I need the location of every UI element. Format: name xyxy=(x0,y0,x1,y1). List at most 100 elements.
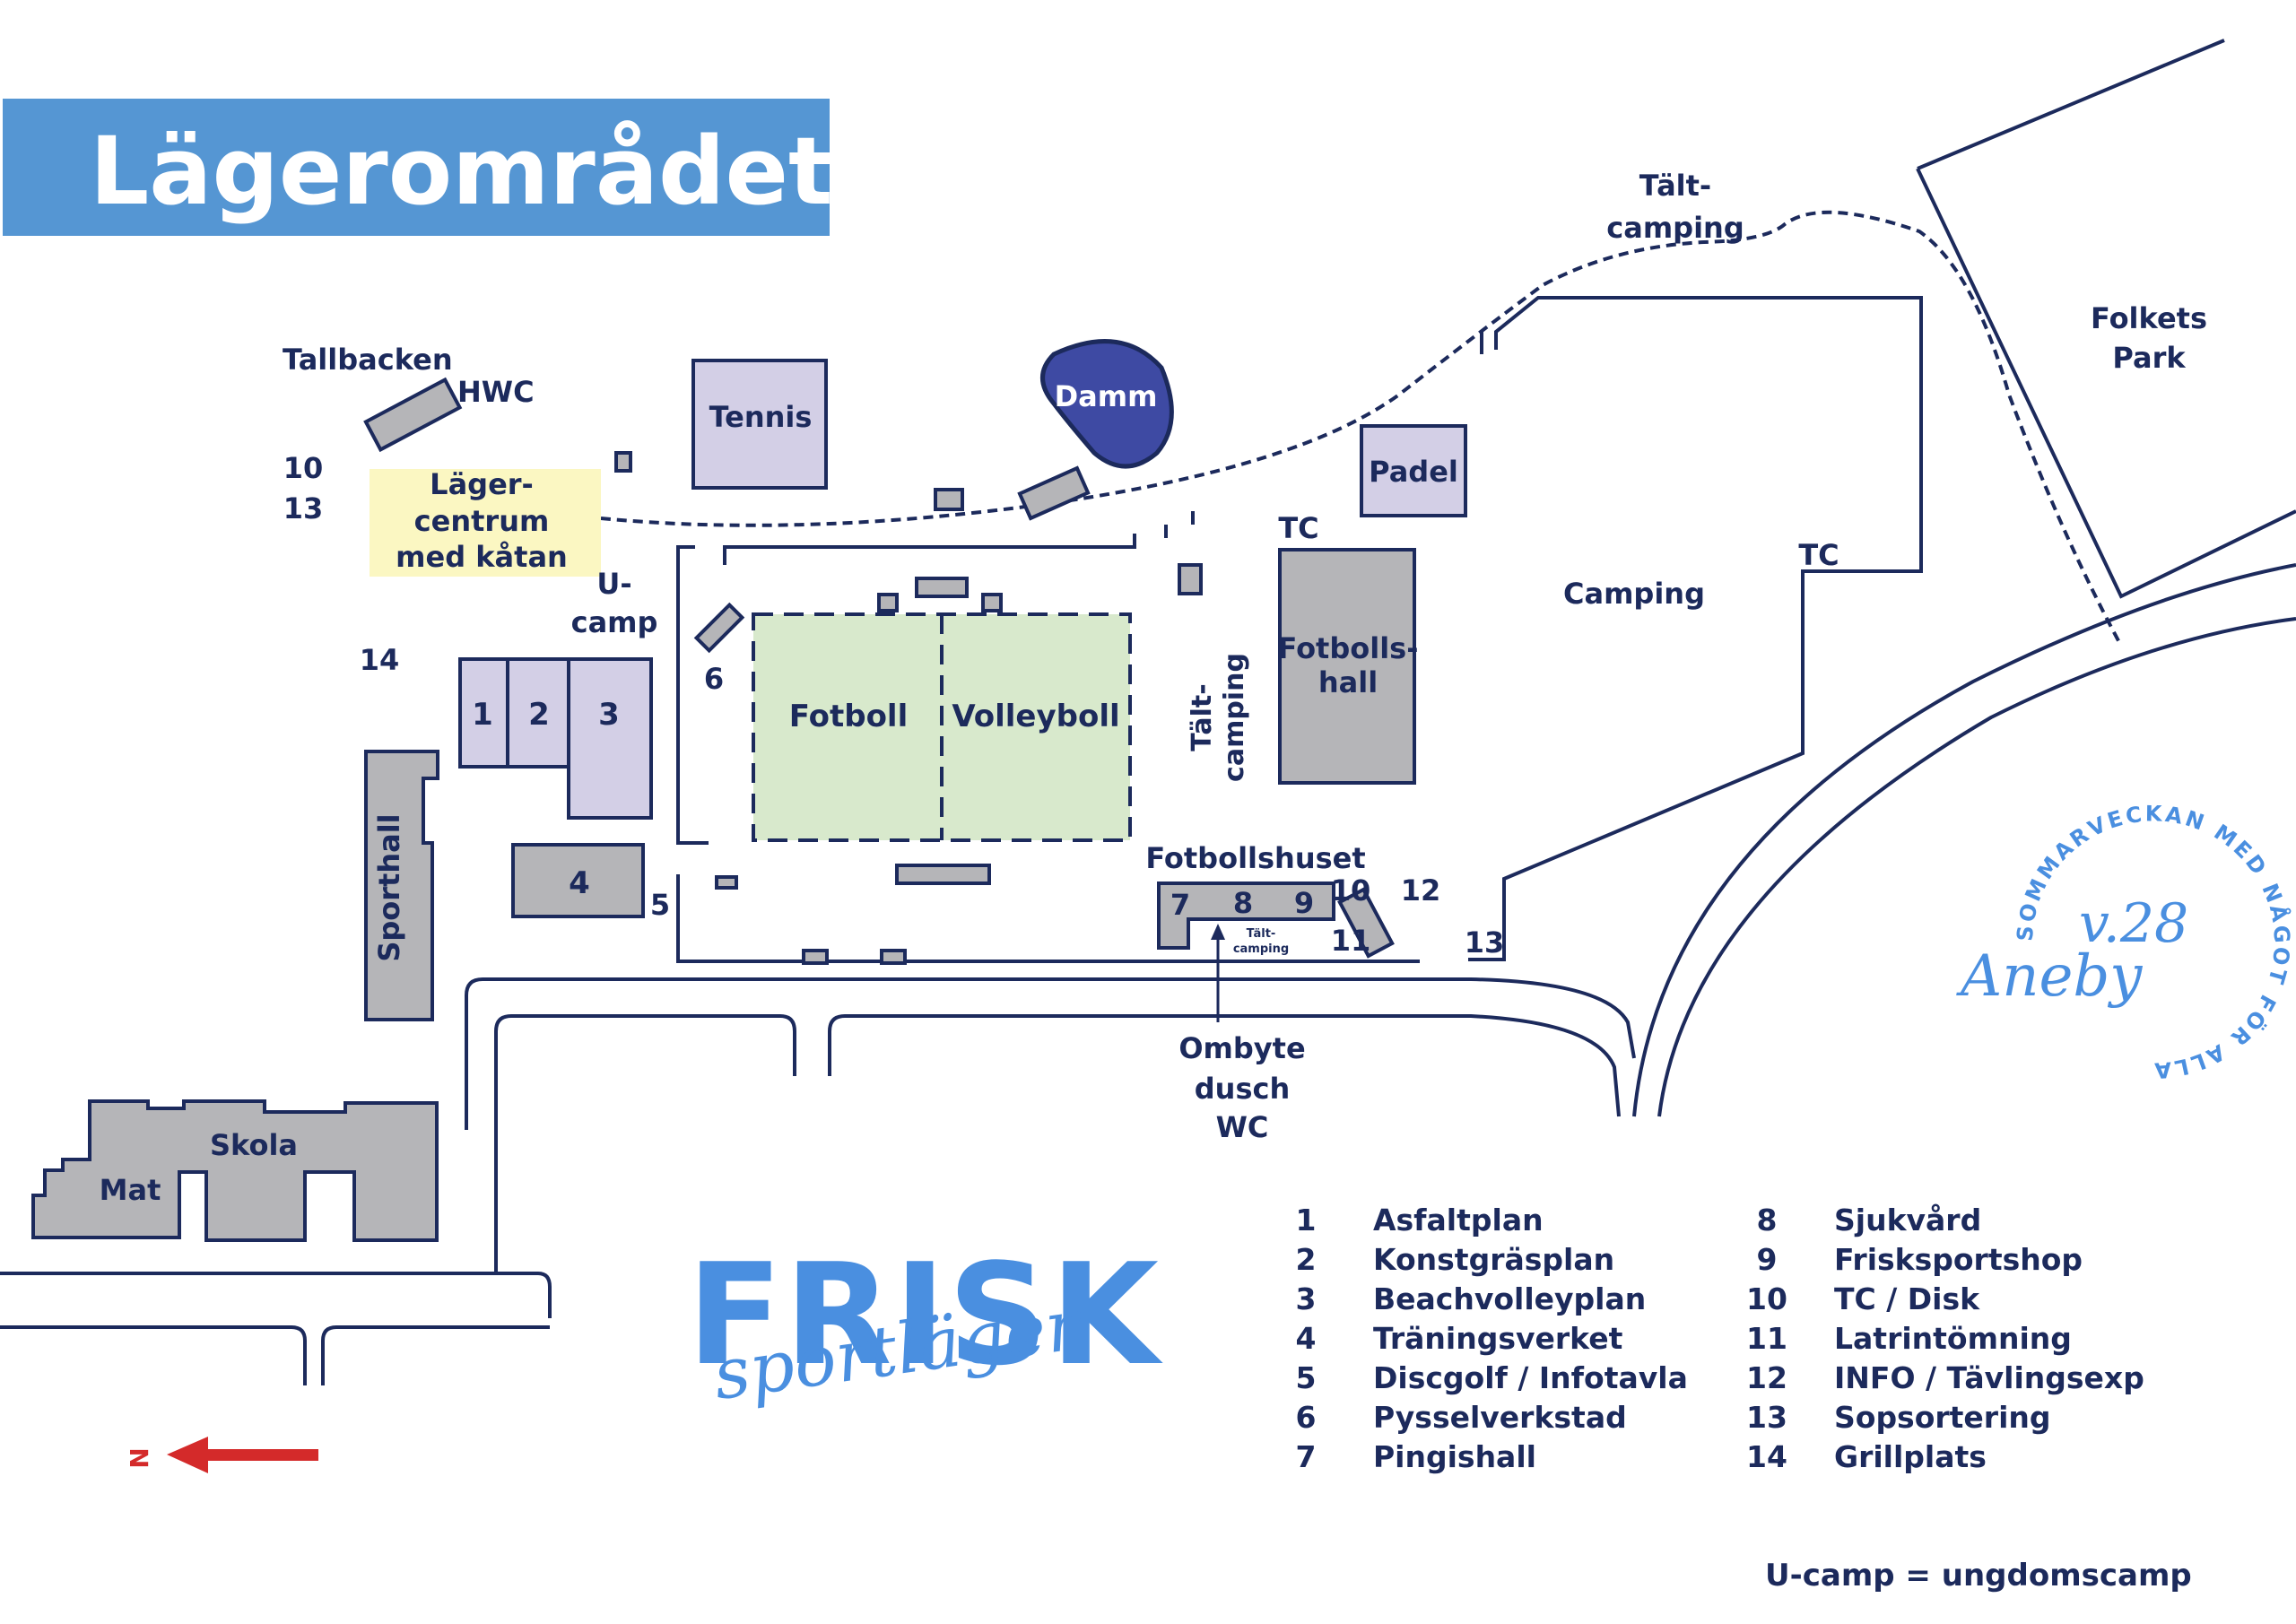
num-10-left: 10 xyxy=(283,451,324,485)
label-volleyboll: Volleyboll xyxy=(952,699,1119,734)
label-u-camp-1: U- xyxy=(596,567,631,601)
hwc-building xyxy=(363,377,463,453)
legend-text: Asfaltplan xyxy=(1373,1203,1544,1238)
label-padel: Padel xyxy=(1369,455,1458,489)
label-talt-camping-mid-2: camping xyxy=(1219,653,1250,782)
num-8: 8 xyxy=(1233,886,1253,920)
building-2 xyxy=(506,657,570,769)
legend-text: TC / Disk xyxy=(1834,1281,1980,1316)
lagercentrum-area xyxy=(370,469,601,577)
label-lagercentrum-3: med kåtan xyxy=(396,540,568,574)
fotbollshuset-building xyxy=(1157,881,1335,950)
label-fotbollshall-1: Fotbolls- xyxy=(1278,631,1419,665)
label-skola: Skola xyxy=(210,1128,298,1162)
num-13-left: 13 xyxy=(283,491,324,525)
tennis-court xyxy=(691,359,828,490)
label-u-camp-2: camp xyxy=(571,605,658,639)
small-box-a xyxy=(614,451,632,473)
roads xyxy=(0,563,2296,1385)
legend-text: Pingishall xyxy=(1373,1439,1536,1474)
num-6: 6 xyxy=(704,662,724,696)
legend-text: Grillplats xyxy=(1834,1439,1987,1474)
fotbollshall-building xyxy=(1278,548,1416,785)
stamp-town: Aneby xyxy=(1956,943,2143,1010)
page-title: Lägerområdet xyxy=(90,117,833,226)
legend-num: 10 xyxy=(1746,1281,1787,1316)
num-4: 4 xyxy=(569,865,590,901)
legend-num: 2 xyxy=(1295,1242,1317,1277)
label-fotbollshuset: Fotbollshuset xyxy=(1145,841,1365,875)
brand-logo-main: FRISK xyxy=(687,1233,1161,1396)
small-building-g xyxy=(981,593,1003,612)
road-main-lower-left xyxy=(494,1014,796,1272)
label-camping: Camping xyxy=(1563,577,1705,611)
label-sporthall: Sporthall xyxy=(372,813,406,961)
label-tc-left: TC xyxy=(1278,511,1318,545)
label-fotbollshall-2: hall xyxy=(1318,665,1378,699)
label-damm: Damm xyxy=(1055,379,1158,413)
legend-num: 11 xyxy=(1746,1321,1787,1356)
num-5: 5 xyxy=(650,888,670,922)
legend-text: Sopsortering xyxy=(1834,1400,2051,1435)
week-stamp: SOMMARVECKAN MED NÅGOT FÖR ALLA v.28 Ane… xyxy=(1956,801,2292,1082)
label-tallbacken: Tallbacken xyxy=(283,343,453,377)
legend-num: 1 xyxy=(1295,1203,1317,1238)
road-left-bottom-a xyxy=(0,1325,307,1385)
label-folkets-1: Folkets xyxy=(2091,301,2207,335)
legend-text: Pysselverkstad xyxy=(1373,1400,1627,1435)
building-6 xyxy=(693,602,745,654)
legend-text: Frisksportshop xyxy=(1834,1242,2083,1277)
small-building-k xyxy=(880,949,907,965)
building-4 xyxy=(511,843,645,918)
road-main-lower-right xyxy=(828,1014,1621,1117)
north-arrow-icon xyxy=(167,1437,318,1473)
padel-court xyxy=(1360,424,1467,517)
road-left-bottom-b xyxy=(321,1325,550,1385)
legend-text: Discgolf / Infotavla xyxy=(1373,1360,1688,1395)
legend-num: 6 xyxy=(1295,1400,1317,1435)
stamp-week: v.28 xyxy=(2079,892,2188,955)
legend-num: 9 xyxy=(1756,1242,1778,1277)
legend-num: 13 xyxy=(1746,1400,1787,1435)
title-banner xyxy=(3,99,830,236)
num-11: 11 xyxy=(1331,924,1371,958)
legend-text: Konstgräsplan xyxy=(1373,1242,1615,1277)
footnote: U-camp = ungdomscamp xyxy=(1765,1558,2192,1594)
road-curve-inner xyxy=(1657,617,2296,1117)
road-main-upper xyxy=(465,977,1636,1130)
label-tennis: Tennis xyxy=(709,400,813,434)
num-12: 12 xyxy=(1401,873,1441,908)
north-label: N xyxy=(125,1447,154,1468)
legend-text: Latrintömning xyxy=(1834,1321,2072,1356)
legend-num: 12 xyxy=(1746,1360,1787,1395)
folkets-park-outline xyxy=(1916,39,2296,599)
ombyte-arrow-head xyxy=(1211,924,1225,940)
legend-num: 14 xyxy=(1746,1439,1787,1474)
label-folkets-2: Park xyxy=(2112,341,2186,375)
label-ombyte-3: WC xyxy=(1216,1110,1269,1144)
small-building-e xyxy=(915,577,969,598)
small-building-d xyxy=(1178,563,1203,595)
road-curve-outer xyxy=(1632,563,2296,1117)
sporthall-building xyxy=(364,750,439,1021)
num-13-right: 13 xyxy=(1465,925,1505,960)
num-3: 3 xyxy=(598,697,620,733)
legend-num: 3 xyxy=(1295,1281,1317,1316)
camping-fence xyxy=(1468,296,1923,961)
label-fotboll: Fotboll xyxy=(789,699,908,734)
label-ombyte-1: Ombyte xyxy=(1178,1031,1305,1065)
label-talt-camping-top-2: camping xyxy=(1606,211,1744,245)
legend-text: INFO / Tävlingsexp xyxy=(1834,1360,2144,1395)
building-3 xyxy=(567,657,653,820)
label-lagercentrum-2: centrum xyxy=(414,504,550,538)
label-mat: Mat xyxy=(100,1173,161,1207)
num-14: 14 xyxy=(360,643,400,677)
inner-fence xyxy=(676,511,1420,963)
num-10-right: 10 xyxy=(1331,873,1371,908)
small-building-b xyxy=(934,488,964,511)
legend-num: 7 xyxy=(1295,1439,1317,1474)
label-lagercentrum-1: Läger- xyxy=(430,467,534,501)
label-talt-camping-small-2: camping xyxy=(1233,942,1289,956)
legend-text: Sjukvård xyxy=(1834,1203,1982,1238)
